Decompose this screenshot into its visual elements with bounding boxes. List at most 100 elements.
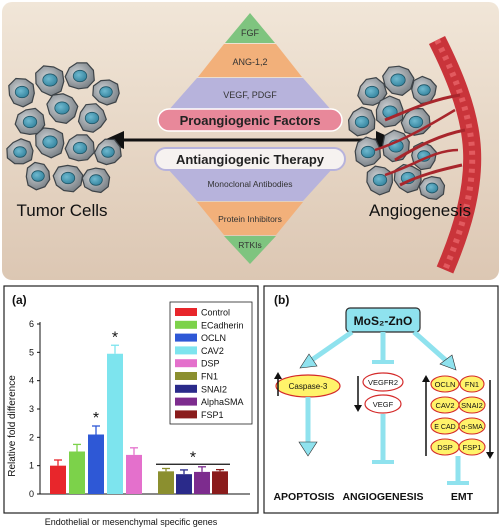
legend-swatch [175,384,197,393]
cell-nucleus [72,141,88,155]
lower-level-2-label: Protein Inhibitors [218,214,282,224]
antiangiogenic-label: Antiangiogenic Therapy [176,152,325,167]
upper-level-3-label: VEGF, PDGF [223,90,277,100]
bar-fn1 [158,471,174,494]
cell-nucleus [84,111,100,125]
cell-nucleus [408,115,424,129]
cell-nucleus [72,69,88,83]
cell-nucleus [42,73,58,87]
monoclonal-level [167,168,333,201]
angiogenesis-schematic: FGF ANG-1,2 VEGF, PDGF Monoclonal Antibo… [2,2,499,280]
ocln-node [430,375,460,393]
tumor-cell [77,103,107,133]
snai2-label: SNAI2 [461,401,483,410]
sprout-vessel-4 [374,108,456,152]
mechanism-panel-label: (b) [274,293,289,307]
fn1-label: FN1 [465,380,479,389]
cell-nucleus [89,174,103,186]
tumor-cells-label: Tumor Cells [17,201,108,220]
angiogenesis-cell [382,65,415,96]
y-tick-label: 3 [29,404,34,414]
ecad-label: E CAD [434,424,455,431]
lower-level-3-label: RTKIs [238,240,261,250]
tumor-cell [14,107,46,136]
bar-alphasma [194,471,210,494]
y-tick-label: 2 [29,432,34,442]
tumor-cell [25,161,51,191]
vegf-level [167,78,333,112]
arrow-to-caspase [304,329,354,367]
bar-ocln [88,434,104,494]
significance-star: * [93,410,99,427]
upper-level-2-label: ANG-1,2 [232,57,267,67]
cell-nucleus [354,115,370,129]
group-significance-star: * [190,449,196,466]
legend-swatch [175,410,197,419]
y-tick-label: 5 [29,347,34,357]
x-axis-label: Endothelial or mesenchymal specific gene… [45,517,218,527]
sprout-vessel-5 [384,148,459,177]
chart-panel-label: (a) [12,293,27,307]
legend-label: OCLN [201,333,226,343]
caspase-3-label: Caspase-3 [289,382,328,391]
legend-label: ECadherin [201,320,244,330]
ang-level [198,44,302,77]
cell-nucleus [14,85,30,99]
fgf-level [225,13,275,43]
angiogenesis-cell [354,136,382,168]
antiangiogenic-banner [154,147,346,171]
fn1-node [459,375,485,393]
alpha-sma-label: α-SMA [461,424,483,431]
lower-level-1-label: Monoclonal Antibodies [207,179,292,189]
significance-star: * [112,329,118,346]
tumor-cell [35,127,65,159]
cell-nucleus [425,182,439,194]
y-tick-label: 1 [29,461,34,471]
legend-swatch [175,308,197,316]
cell-nucleus [60,171,76,185]
cell-nucleus [364,85,380,99]
tumor-cell [8,77,35,108]
protein-inhibitors-level [197,202,303,235]
angiogenesis-cell [366,165,394,196]
y-tick-label: 0 [29,489,34,499]
legend-label: CAV2 [201,346,224,356]
angiogenesis-cell [375,95,404,128]
legend-label: SNAI2 [201,384,227,394]
sprout-vessel-2 [394,128,466,162]
cell-nucleus [31,170,45,182]
fsp1-label: FSP1 [463,443,482,452]
angiogenesis-label: Angiogenesis [369,201,471,220]
rtki-level [224,236,276,264]
tumor-cell [6,138,34,165]
legend-label: AlphaSMA [201,397,244,407]
cav2-label: CAV2 [435,401,454,410]
tumor-cell [93,138,122,166]
legend-swatch [175,346,197,355]
mechanism-diagram: (b) MoS₂-ZnO Caspase-3 VEGFR2 VEGF OCLN … [263,285,499,514]
cell-nucleus [13,146,27,158]
angiogenesis-cell [347,106,376,137]
cell-nucleus [42,135,58,149]
y-axis-label: Relative fold difference [7,375,18,477]
proangiogenic-label: Proangiogenic Factors [180,113,321,128]
cell-nucleus [390,73,406,87]
dsp-label: DSP [437,443,452,452]
ocln-label: OCLN [435,380,456,389]
angiogenesis-cell [357,76,388,106]
cell-nucleus [99,86,113,98]
vegf-node [364,394,402,414]
legend-label: FN1 [201,372,218,382]
sprout-vessel-3 [399,163,463,187]
emt-outcome: EMT [451,491,474,503]
vegf-label: VEGF [373,400,394,409]
snai2-node [458,396,486,414]
legend-swatch [175,397,197,406]
angiogenesis-cluster [347,35,482,274]
apoptosis-outcome: APOPTOSIS [273,491,334,503]
cell-nucleus [417,84,431,96]
bar-fsp1 [212,471,228,494]
legend-swatch [175,320,197,329]
upper-level-1-label: FGF [241,28,259,38]
legend-swatch [175,359,197,368]
